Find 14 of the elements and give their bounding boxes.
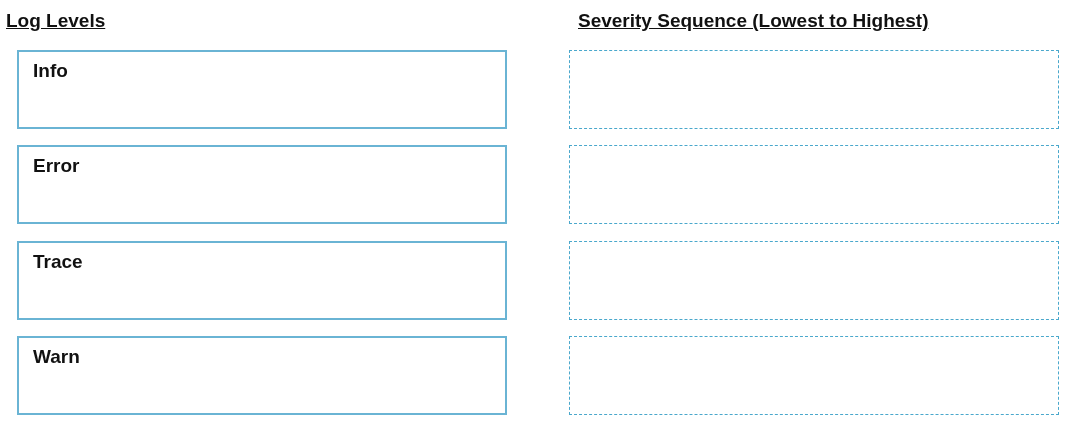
log-level-label: Info [33, 60, 68, 82]
log-level-label: Error [33, 155, 80, 177]
log-level-box [17, 145, 507, 224]
log-level-label: Trace [33, 251, 83, 273]
log-level-box [17, 336, 507, 415]
column-heading: Log Levels [6, 10, 106, 32]
empty-drop-box [569, 241, 1059, 320]
column-heading: Severity Sequence (Lowest to Highest) [578, 10, 929, 32]
log-level-box [17, 50, 507, 129]
empty-drop-box [569, 336, 1059, 415]
log-level-label: Warn [33, 346, 80, 368]
log-level-box [17, 241, 507, 320]
empty-drop-box [569, 145, 1059, 224]
empty-drop-box [569, 50, 1059, 129]
